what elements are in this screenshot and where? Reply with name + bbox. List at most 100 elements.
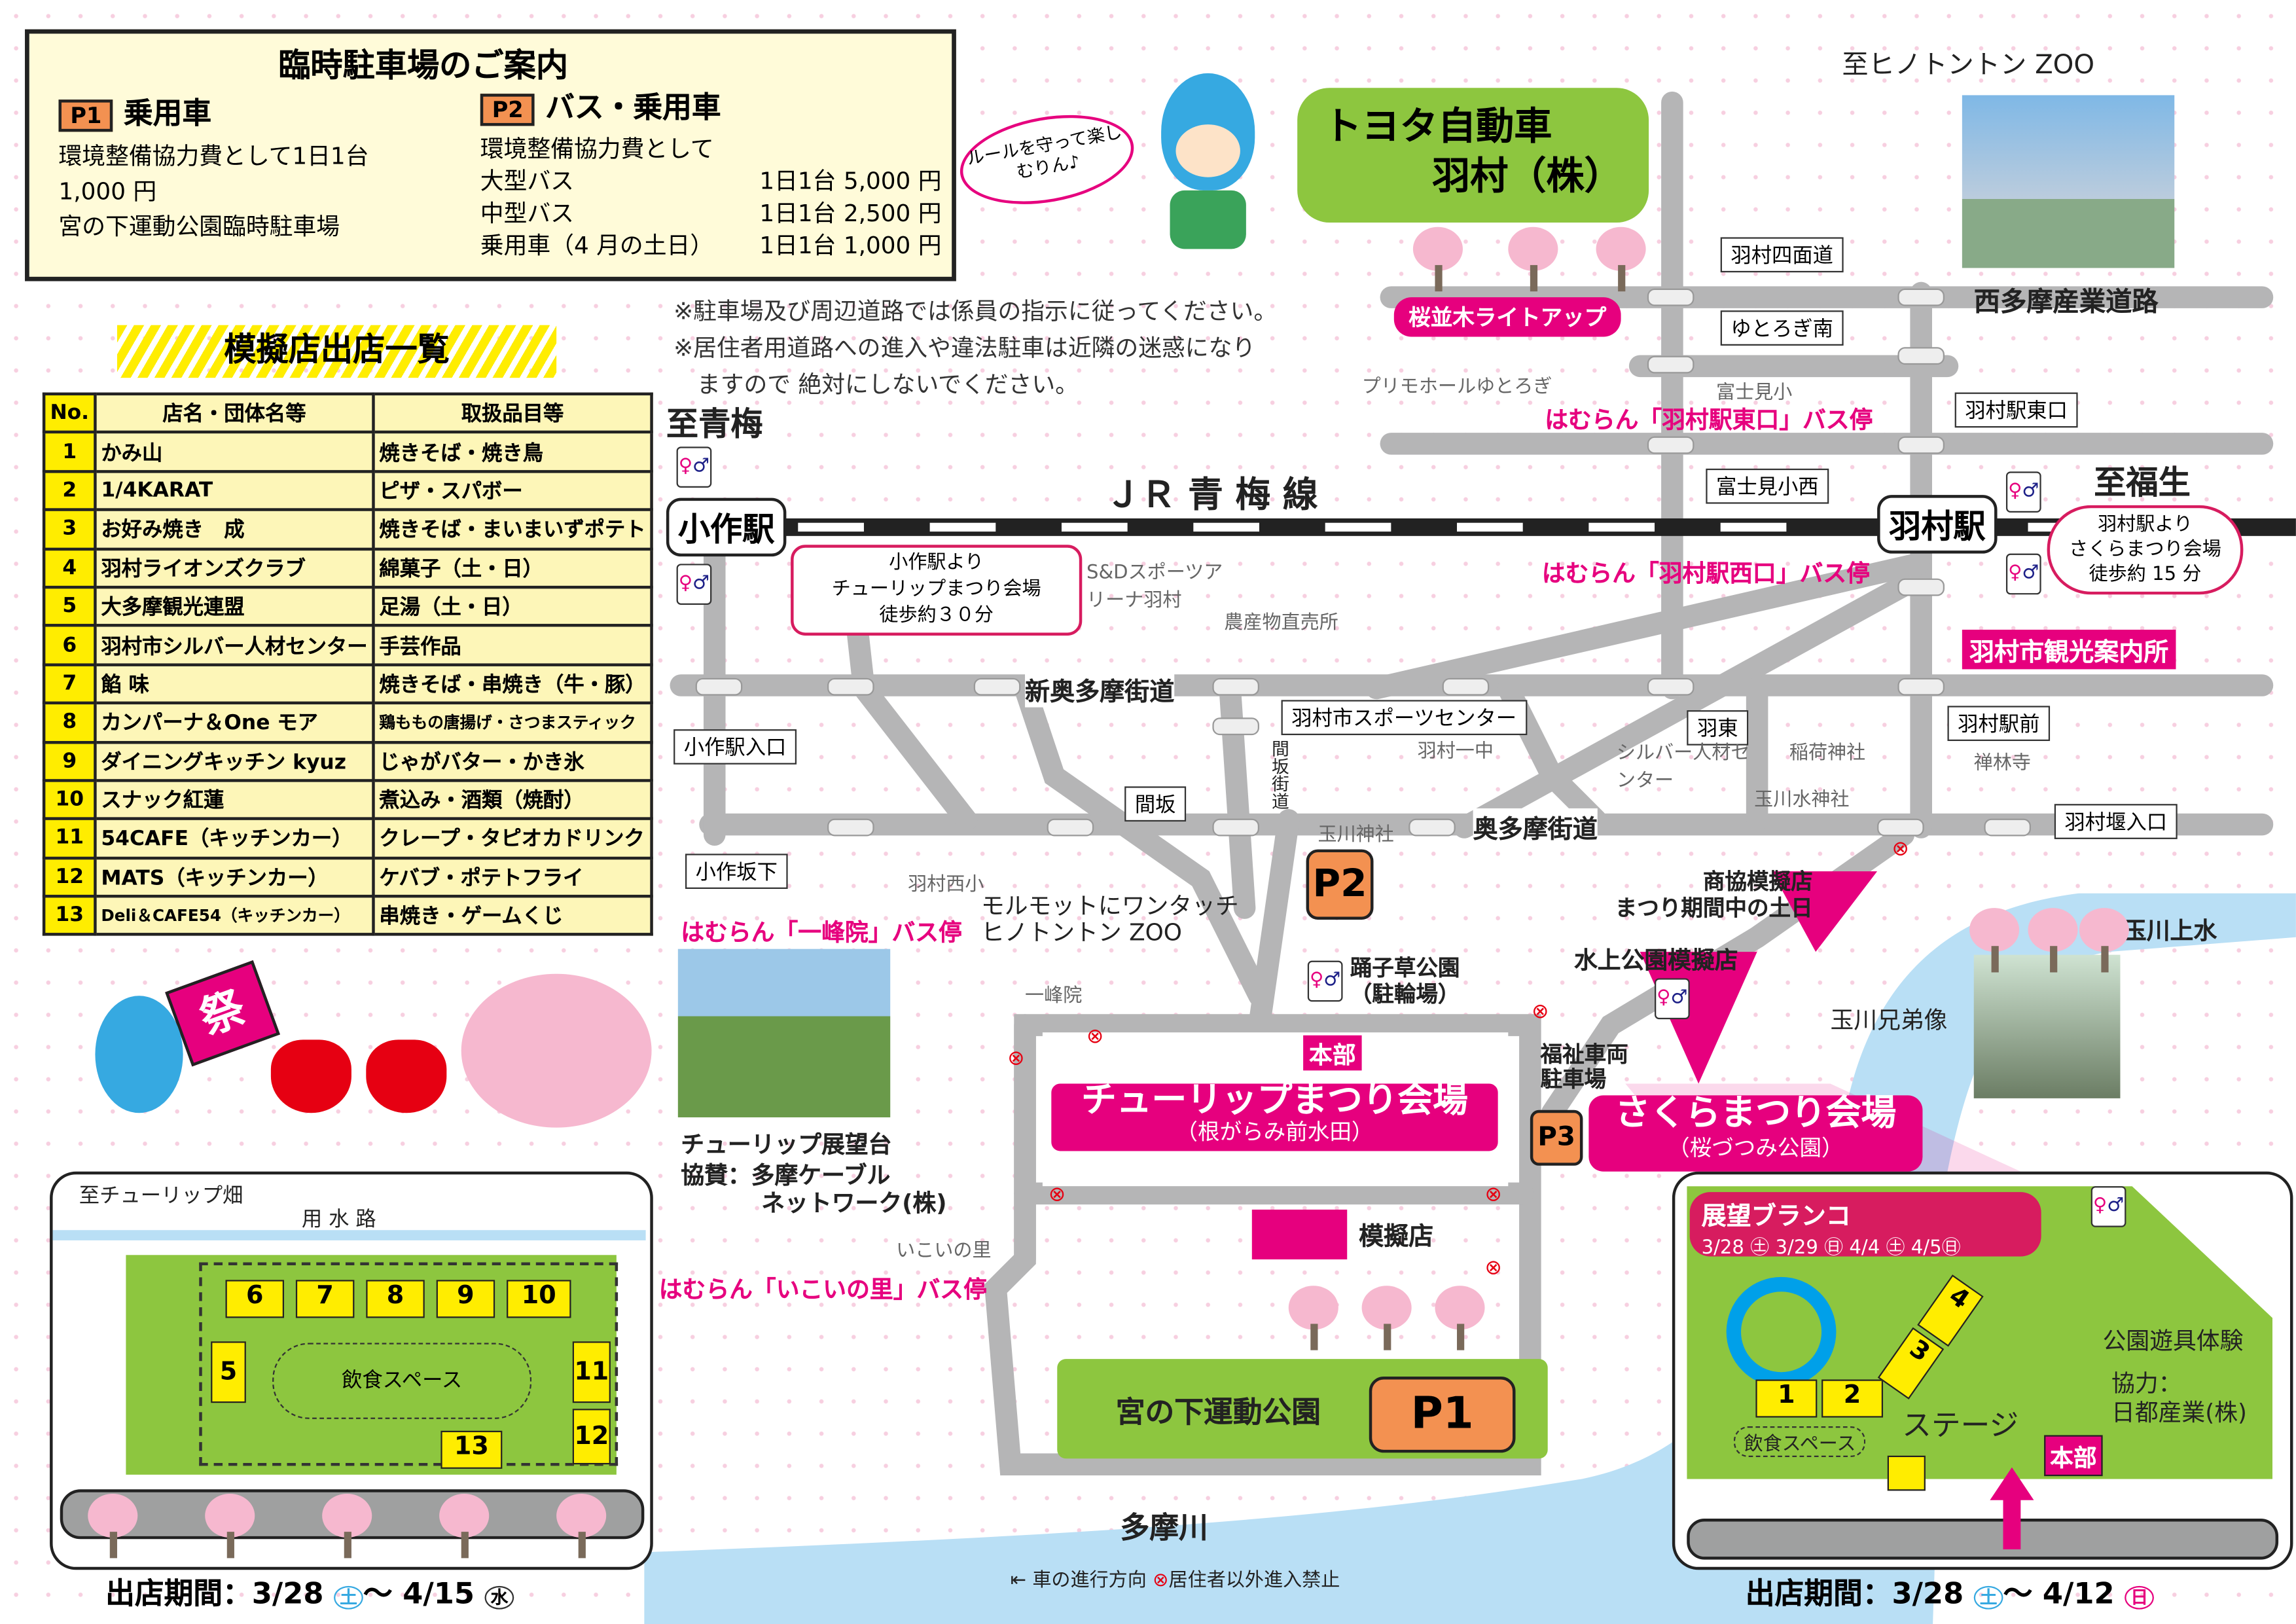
tama-river-label: 多摩川 — [1120, 1509, 1208, 1545]
shop-name: 1/4KARAT — [94, 469, 375, 512]
landmark: 農産物直売所 — [1224, 612, 1338, 634]
intersection-label: 富士見小西 — [1706, 468, 1829, 504]
no-entry-icon: ⊗ — [1484, 1256, 1502, 1280]
shop-name: ダイニングキッチン kyuz — [94, 740, 375, 782]
intersection-label: ゆとろぎ南 — [1720, 310, 1844, 346]
shop-items: じゃがバター・かき氷 — [372, 740, 653, 782]
traffic-signal-icon — [1442, 677, 1490, 696]
p2-type: バス・乗用車 — [545, 89, 721, 125]
miyanoshita-park-label: 宮の下運動公園 — [1115, 1394, 1321, 1430]
restroom-icon: ♀♂ — [2005, 553, 2041, 595]
tourist-info: 羽村市観光案内所 — [1962, 629, 2176, 670]
tulip-icon — [270, 1039, 351, 1113]
swing-title: 展望ブランコ — [1701, 1202, 1851, 1232]
shop-items: ケバブ・ポテトフライ — [372, 856, 653, 898]
restroom-icon: ♀♂ — [1655, 978, 1690, 1020]
swing-icon — [1726, 1276, 1837, 1387]
bus-stop-label: はむらん「羽村駅西口」バス停 — [1541, 559, 1870, 588]
to-zoo: 至ヒノトントン ZOO — [1842, 50, 2095, 81]
parking-p1[interactable]: P1 — [1369, 1376, 1516, 1453]
right-period: 出店期間：3/28 土〜 4/12 日 — [1746, 1570, 2155, 1612]
hamura-station[interactable]: 羽村駅 — [1877, 495, 1998, 554]
traffic-signal-icon — [1897, 436, 1945, 454]
sponsor: 協賛：多摩ケーブルネットワーク(株) — [681, 1161, 947, 1218]
p1-type: 乗用車 — [123, 95, 212, 131]
traffic-signal-icon — [1897, 288, 1945, 306]
shop-items: 串焼き・ゲームくじ — [372, 895, 653, 937]
dining-space: 飲食スペース — [1733, 1426, 1867, 1458]
odoriko-park: 踊子草公園（駐輪場） — [1350, 954, 1460, 1008]
canal-label: 用 水 路 — [301, 1208, 376, 1232]
intersection-label: 羽村市スポーツセンター — [1281, 700, 1527, 736]
intersection-label: 羽村駅東口 — [1954, 392, 2078, 428]
traffic-signal-icon — [827, 818, 874, 837]
legend: ⇤ 車の進行方向 ⊗居住者以外進入禁止 — [1010, 1570, 1340, 1592]
cherry-tree-icon — [556, 1493, 607, 1559]
booth-9: 9 — [436, 1280, 495, 1318]
shop-number: 5 — [42, 585, 97, 628]
parking-p3[interactable]: P3 — [1530, 1110, 1583, 1166]
tulip-view-photo — [677, 948, 891, 1117]
direction-arrow-icon: ⇤ — [1010, 1570, 1027, 1592]
traffic-signal-icon — [973, 677, 1021, 696]
traffic-signal-icon — [1212, 717, 1259, 736]
landmark: 玉川水神社 — [1754, 789, 1850, 812]
cherry-tree-icon — [1596, 226, 1646, 292]
no-entry-icon: ⊗ — [1532, 1000, 1549, 1024]
right-inset-map: 展望ブランコ 3/28 ㊏ 3/29 ㊐ 4/4 ㊏ 4/5㊐ 1 2 3 4 … — [1672, 1171, 2293, 1570]
traffic-signal-icon — [1047, 818, 1094, 837]
shop-name: 餡 味 — [94, 662, 375, 705]
traffic-signal-icon — [1897, 578, 1945, 596]
restroom-icon: ♀♂ — [1307, 960, 1343, 1002]
p1-location: 宮の下運動公園臨時駐車場 — [58, 212, 340, 240]
booth-2: 2 — [1821, 1379, 1884, 1418]
shop-name: MATS（キッチンカー） — [94, 856, 375, 898]
swing-dates: 3/28 ㊏ 3/29 ㊐ 4/4 ㊏ 4/5㊐ — [1701, 1237, 1961, 1259]
shop-number: 6 — [42, 624, 97, 666]
landmark: 富士見小 — [1715, 382, 1793, 405]
road-nishitama: 西多摩産業道路 — [1973, 287, 2159, 318]
restroom-icon: ♀♂ — [2090, 1186, 2126, 1227]
cherry-tree-icon — [205, 1493, 255, 1559]
shop-items: 鶏ももの唐揚げ・さつまスティック — [372, 701, 653, 744]
to-tulip-field: 至チューリップ畑 — [79, 1184, 243, 1208]
booth-1: 1 — [1755, 1379, 1818, 1418]
intersection-label: 小作駅入口 — [673, 729, 797, 765]
shop-items: 綿菓子（土・日） — [372, 547, 653, 589]
shop-number: 13 — [42, 895, 97, 937]
shop-number: 12 — [42, 856, 97, 898]
p2-row: 乗用車（4 月の土日）1日1台 1,000 円 — [480, 231, 942, 259]
landmark: 稲荷神社 — [1789, 742, 1866, 765]
booth-7: 7 — [295, 1280, 355, 1318]
parking-p2[interactable]: P2 — [1306, 849, 1374, 920]
hq-label: 本部 — [1303, 1035, 1362, 1071]
table-header: No.店名・団体名等取扱品目等 — [42, 392, 653, 435]
parking-info-panel: 臨時駐車場のご案内 P1 乗用車 環境整備協力費として1日1台 1,000 円 … — [25, 29, 956, 281]
tulip-view-label: チューリップ展望台 — [681, 1130, 892, 1159]
cherry-tree-icon — [1288, 1286, 1338, 1350]
shop-name: お好み焼き 成 — [94, 508, 375, 550]
sakura-light-up: 桜並木ライトアップ — [1393, 297, 1621, 337]
ozaku-station[interactable]: 小作駅 — [666, 497, 787, 557]
landmark: シルバー人材センター — [1616, 742, 1750, 793]
shop-name: 羽村市シルバー人材センター — [94, 624, 375, 666]
zoo-photo — [1962, 95, 2175, 268]
statue-photo — [1973, 954, 2121, 1098]
landmark: 禅林寺 — [1973, 752, 2032, 775]
booth-6: 6 — [225, 1280, 285, 1318]
landmark: 一峰院 — [1025, 985, 1083, 1008]
booth-5: 5 — [211, 1341, 246, 1403]
cherry-tree-icon — [1969, 908, 2020, 973]
shop-number: 10 — [42, 778, 97, 821]
dining-space: 飲食スペース — [272, 1343, 532, 1419]
marmot-label: モルモットにワンタッチヒノトントン ZOO — [980, 892, 1239, 947]
intersection-label: 羽村堰入口 — [2054, 804, 2178, 839]
suijo-park-stall: 水上公園模擬店 — [1573, 946, 1738, 974]
restroom-icon: ♀♂ — [676, 564, 712, 605]
